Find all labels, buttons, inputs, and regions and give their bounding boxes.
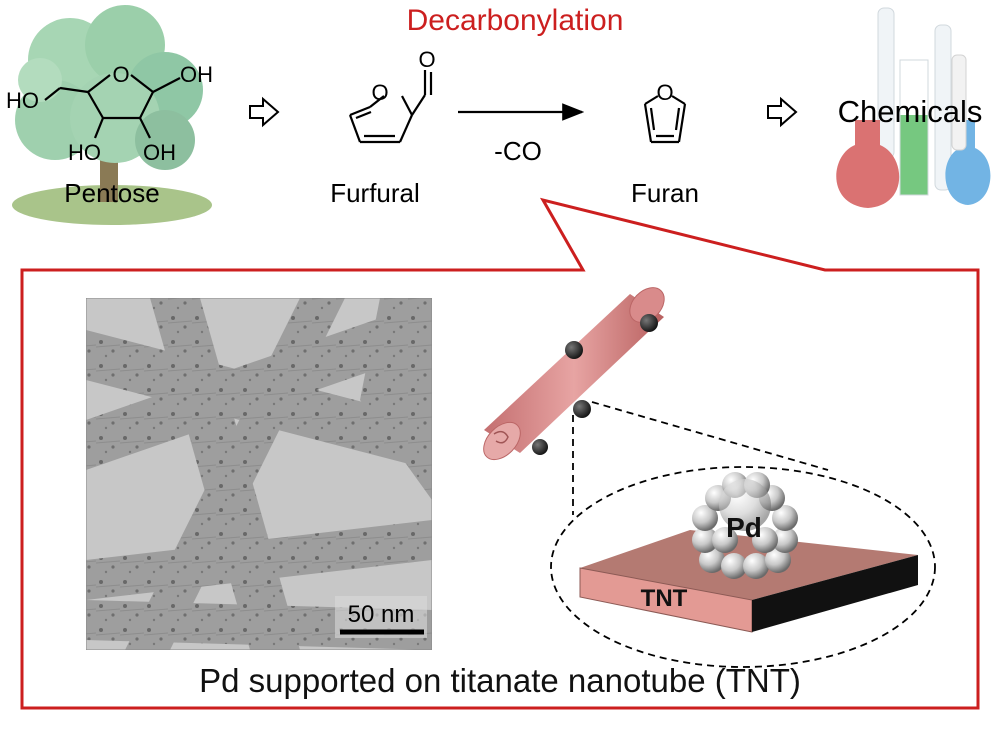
pd-cluster: [692, 472, 798, 579]
glassware-illustration: [836, 7, 991, 208]
tnt-label: TNT: [641, 585, 688, 612]
tem-image: [86, 298, 432, 650]
pentose-ring-oxygen: O: [112, 62, 129, 87]
callout-frame: [20, 197, 980, 710]
furan-structure: [643, 95, 687, 144]
pentose-structure: [44, 74, 181, 139]
tnt-slab: [579, 530, 918, 633]
co-loss-label: -CO: [494, 136, 542, 166]
furfural-label: Furfural: [330, 178, 420, 208]
chemicals-label: Chemicals: [838, 94, 983, 129]
pentose-oh-top: OH: [180, 62, 213, 87]
caption: Pd supported on titanate nanotube (TNT): [199, 662, 801, 699]
pentose-ho-left: HO: [6, 88, 39, 113]
furan-label: Furan: [631, 178, 699, 208]
pentose-ho-bottom: HO: [68, 140, 101, 165]
zoom-ellipse: [550, 466, 936, 668]
zoom-line-upper: [591, 401, 829, 471]
open-arrow-1: [249, 96, 280, 128]
pentose-label: Pentose: [64, 178, 159, 208]
decarbonylation-title: Decarbonylation: [407, 4, 624, 37]
nanotube: [483, 287, 665, 461]
pentose-oh-bottom: OH: [143, 140, 176, 165]
scale-bar-label: 50 nm: [348, 601, 415, 628]
furfural-carbonyl-oxygen: O: [418, 47, 435, 72]
open-arrow-2: [767, 96, 798, 128]
furfural-structure: [348, 70, 433, 144]
furfural-ring-oxygen: O: [371, 80, 388, 105]
furan-ring-oxygen: O: [656, 80, 673, 105]
pd-label: Pd: [726, 512, 762, 543]
